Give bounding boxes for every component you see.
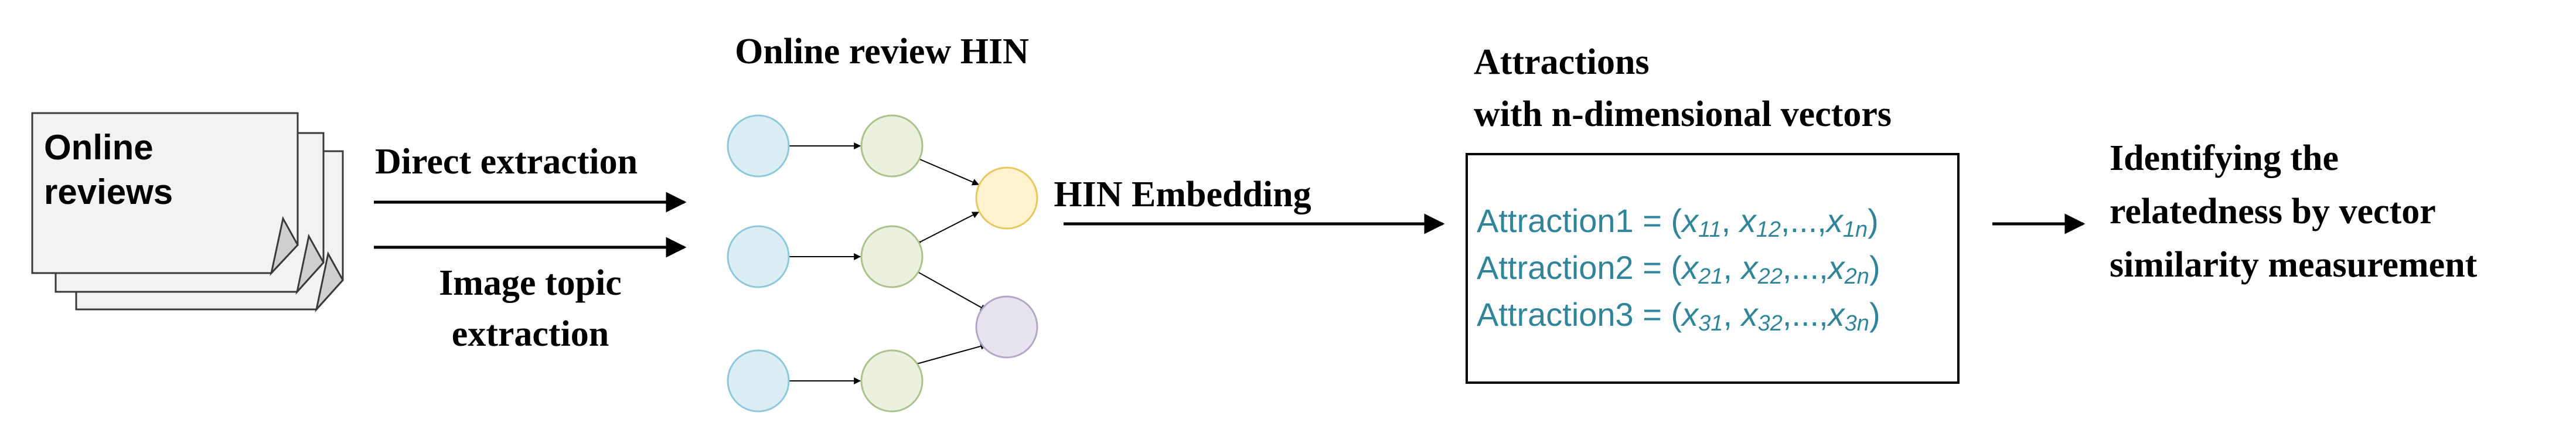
direct-extraction-label: Direct extraction — [375, 142, 638, 182]
document-fold-front — [270, 216, 299, 276]
attraction-vector-row: Attraction3 = (x31, x32,...,x3n) — [1477, 296, 1880, 336]
attraction-vector-row: Attraction1 = (x11, x12,...,x1n) — [1477, 202, 1879, 242]
attractions-panel: Attractions with n-dimensional vectors A… — [1466, 42, 1960, 384]
vector-separator: , — [1722, 202, 1740, 239]
document-fold-middle — [295, 233, 325, 295]
vector-variable: x — [1738, 202, 1757, 239]
vector-close: ) — [1869, 296, 1880, 333]
vector-subscript: 3n — [1845, 311, 1869, 336]
hin-node-blue — [727, 114, 790, 178]
online-reviews-documents: Online reviews — [31, 112, 344, 313]
document-fold-back — [315, 251, 344, 313]
hin-node-green — [860, 349, 924, 413]
vector-close: ) — [1869, 249, 1880, 286]
vector-open: = ( — [1634, 296, 1682, 333]
vector-subscript: 11 — [1698, 217, 1721, 242]
hin-edge — [911, 343, 988, 369]
result-line3: similarity measurement — [2110, 245, 2478, 285]
hin-node-purple — [975, 295, 1038, 359]
attraction-vector-list: Attraction1 = (x11, x12,...,x1n)Attracti… — [1477, 202, 1880, 336]
vector-subscript: 21 — [1698, 264, 1723, 289]
attractions-title-line2: with n-dimensional vectors — [1474, 94, 1892, 134]
attractions-title-line1: Attractions — [1474, 42, 1650, 82]
attractions-vector-box — [1466, 153, 1960, 384]
hin-node-blue — [727, 349, 790, 413]
online-review-hin: Online review HIN — [727, 32, 1038, 413]
hin-node-yellow — [975, 166, 1038, 230]
vector-variable: x — [1680, 296, 1699, 333]
vector-subscript: 12 — [1756, 217, 1781, 242]
vector-open: = ( — [1634, 249, 1682, 286]
attraction-name: Attraction3 — [1477, 296, 1634, 333]
vector-variable: x — [1827, 296, 1846, 333]
result-line2: relatedness by vector — [2110, 192, 2436, 231]
hin-edge — [910, 265, 988, 311]
image-topic-extraction-label-line1: Image topic — [439, 263, 622, 303]
vector-close: ) — [1868, 202, 1879, 239]
vector-subscript: 2n — [1844, 264, 1869, 289]
vector-variable: x — [1740, 296, 1759, 333]
online-reviews-label-line2: reviews — [44, 172, 173, 212]
vector-subscript: 1n — [1843, 217, 1868, 242]
vector-ellipsis: ,..., — [1783, 249, 1828, 286]
hin-node-green — [860, 114, 924, 178]
vector-variable: x — [1680, 202, 1699, 239]
vector-separator: , — [1723, 249, 1741, 286]
vector-subscript: 22 — [1757, 264, 1783, 289]
vector-variable: x — [1825, 202, 1844, 239]
online-reviews-label-line1: Online — [44, 128, 154, 167]
hin-embedding-label: HIN Embedding — [1054, 175, 1311, 214]
hin-title: Online review HIN — [735, 32, 1029, 71]
hin-embedding-step: HIN Embedding — [1054, 175, 1445, 234]
vector-subscript: 32 — [1758, 311, 1783, 336]
image-topic-extraction-label-line2: extraction — [452, 314, 609, 354]
vector-subscript: 31 — [1698, 311, 1723, 336]
vector-variable: x — [1740, 249, 1759, 286]
result-text: Identifying the relatedness by vector si… — [2110, 138, 2478, 285]
vector-variable: x — [1827, 249, 1846, 286]
hin-edge — [912, 154, 980, 186]
result-line1: Identifying the — [2110, 138, 2339, 178]
attraction-name: Attraction2 — [1477, 249, 1634, 286]
hin-node-green — [860, 225, 924, 288]
vector-ellipsis: ,..., — [1781, 202, 1827, 239]
vector-ellipsis: ,..., — [1783, 296, 1828, 333]
vector-separator: , — [1723, 296, 1741, 333]
vector-open: = ( — [1634, 202, 1682, 239]
extraction-step: Direct extraction Image topic extraction — [374, 142, 687, 354]
vector-variable: x — [1680, 249, 1699, 286]
attraction-vector-row: Attraction2 = (x21, x22,...,x2n) — [1477, 249, 1880, 289]
hin-node-blue — [727, 225, 790, 288]
attraction-name: Attraction1 — [1477, 202, 1634, 239]
hin-edge — [914, 212, 980, 248]
hin-edges — [782, 142, 988, 384]
